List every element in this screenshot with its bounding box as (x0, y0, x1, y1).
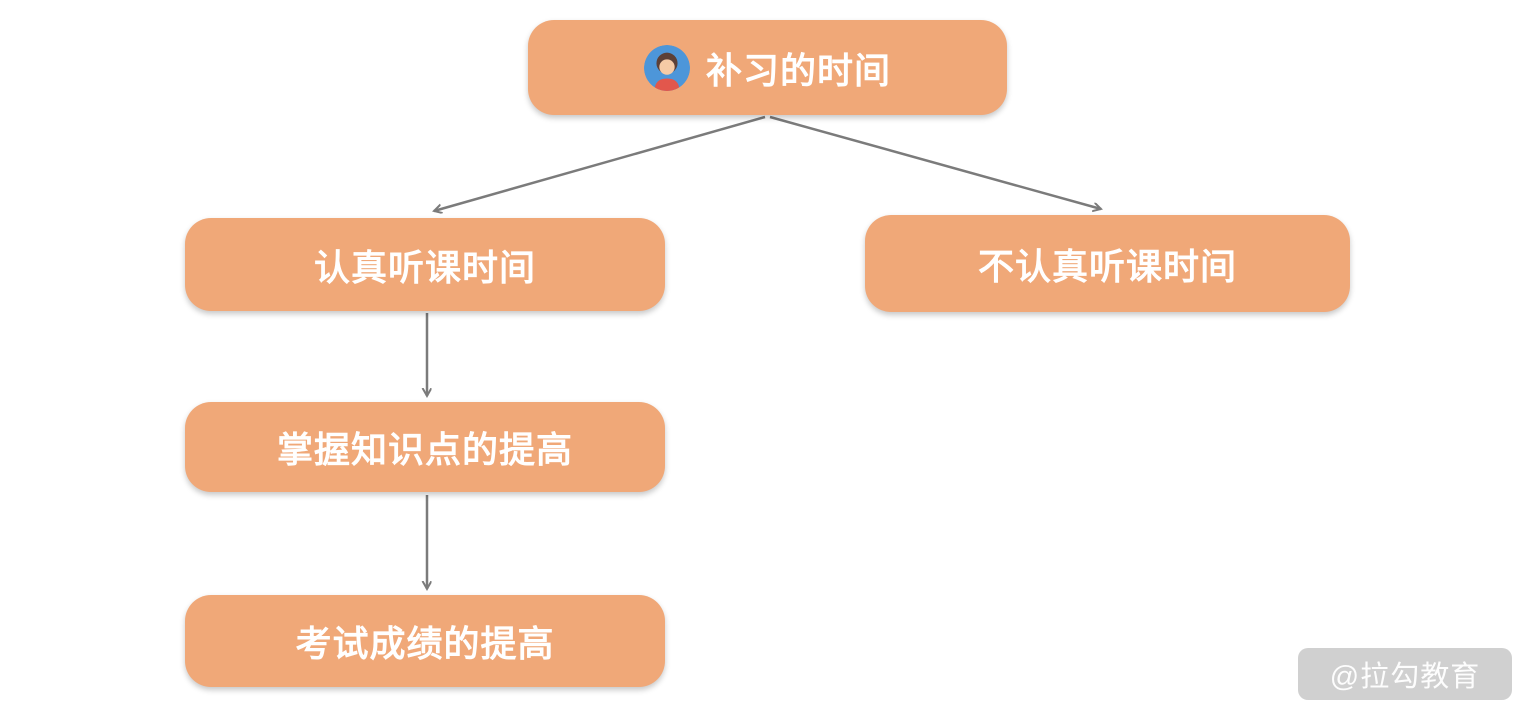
node-exam-score-improvement: 考试成绩的提高 (185, 595, 665, 687)
node-label: 考试成绩的提高 (295, 623, 555, 664)
person-avatar-icon (643, 44, 690, 91)
edge-root-inattentive (769, 115, 1101, 209)
node-label: 掌握知识点的提高 (276, 429, 573, 470)
watermark-badge: @拉勾教育 (1298, 648, 1512, 700)
node-knowledge-improvement: 掌握知识点的提高 (185, 402, 665, 492)
node-label: 认真听课时间 (313, 246, 536, 288)
node-label: 不认真听课时间 (977, 245, 1237, 287)
edge-root-attentive (434, 115, 766, 211)
node-attentive-listening-time: 认真听课时间 (185, 218, 665, 311)
watermark-text: @拉勾教育 (1329, 661, 1481, 693)
node-inattentive-listening-time: 不认真听课时间 (865, 215, 1350, 312)
node-label: 补习的时间 (705, 49, 891, 91)
node-tutoring-time: 补习的时间 (528, 20, 1007, 115)
